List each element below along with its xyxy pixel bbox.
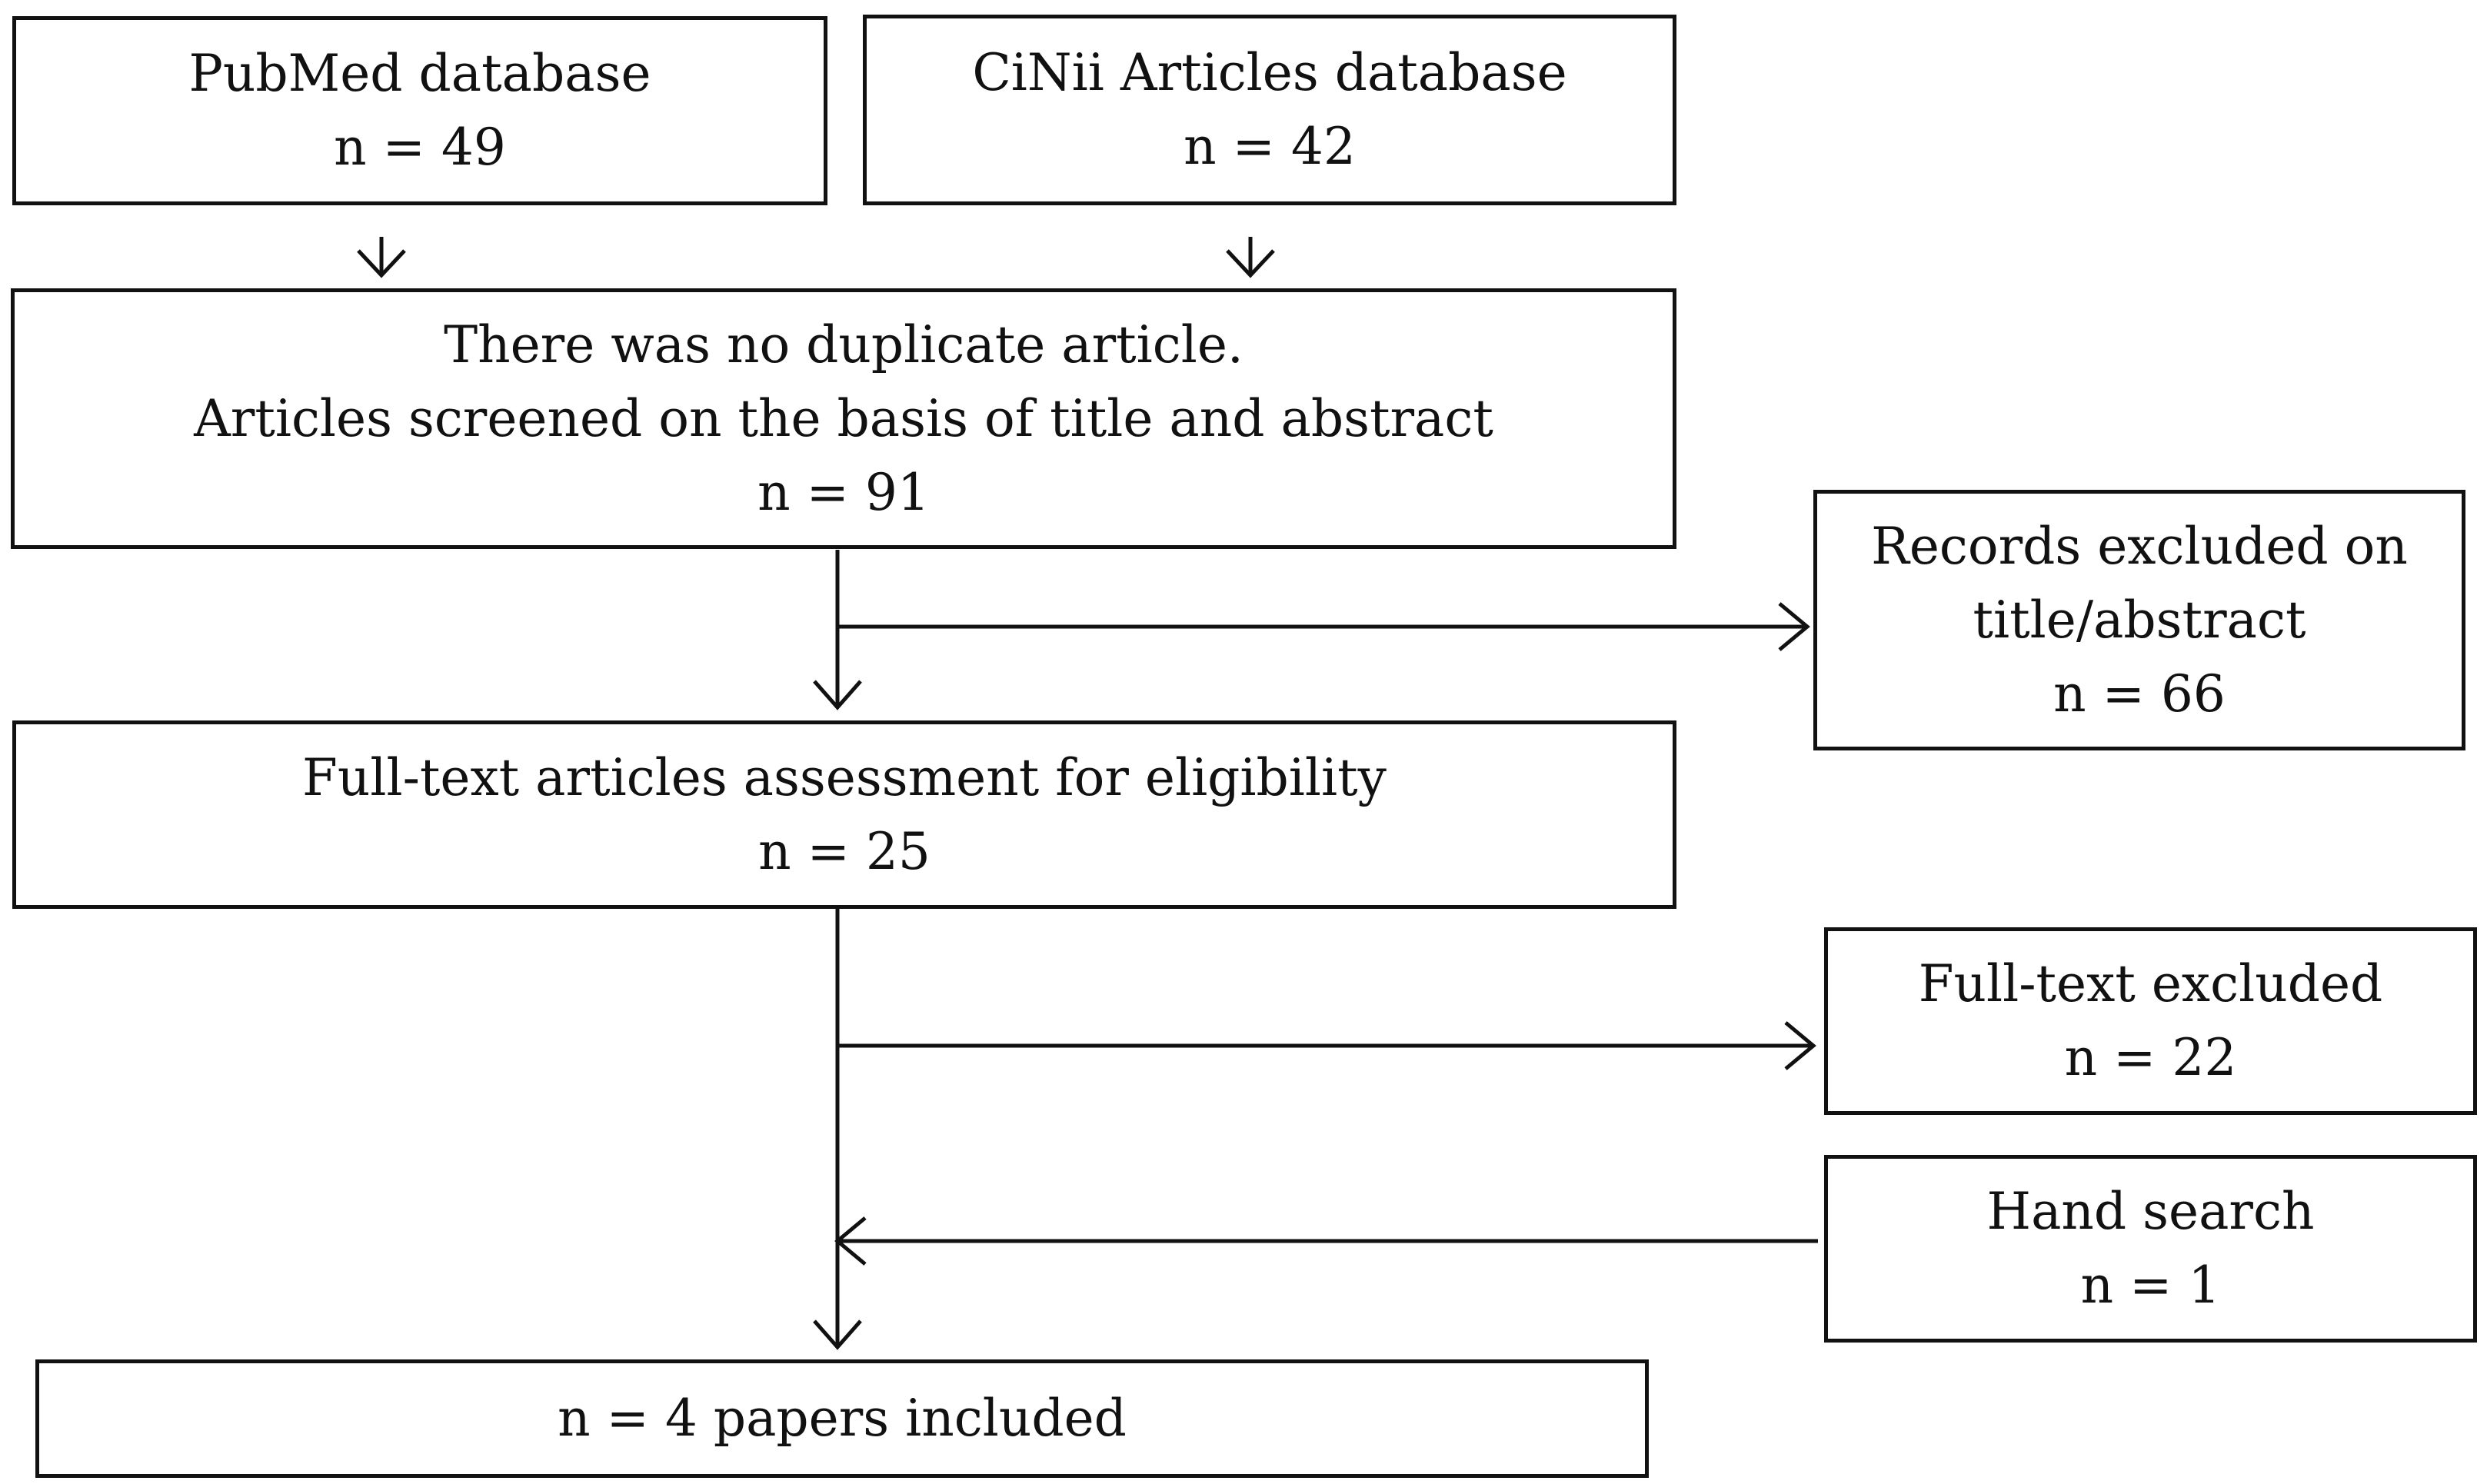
arrow-hand-search-to-flow [834, 1216, 1818, 1266]
hand-search-title: Hand search [1986, 1182, 2315, 1241]
screened-count: n = 91 [757, 462, 930, 522]
fulltext-excluded-box: Full-text excluded n = 22 [1824, 927, 2477, 1115]
cinii-database-count: n = 42 [1184, 117, 1356, 176]
cinii-database-box: CiNii Articles database n = 42 [863, 15, 1676, 205]
papers-included-count: n = 4 papers included [558, 1389, 1127, 1448]
pubmed-database-title: PubMed database [188, 44, 651, 103]
pubmed-database-box: PubMed database n = 49 [12, 16, 827, 205]
cinii-database-title: CiNii Articles database [972, 43, 1567, 102]
papers-included-box: n = 4 papers included [35, 1359, 1649, 1478]
records-excluded-box: Records excluded on title/abstract n = 6… [1813, 490, 2465, 750]
hand-search-count: n = 1 [2080, 1256, 2221, 1315]
records-excluded-count: n = 66 [2053, 664, 2226, 724]
fulltext-assessment-title: Full-text articles assessment for eligib… [302, 747, 1387, 807]
arrow-to-fulltext-excluded [837, 1021, 1816, 1070]
hand-search-box: Hand search n = 1 [1824, 1155, 2477, 1343]
fulltext-excluded-title: Full-text excluded [1918, 954, 2383, 1013]
fulltext-assessment-count: n = 25 [758, 821, 931, 881]
arrow-pubmed-to-screened [357, 237, 406, 278]
screened-duplicate-note: There was no duplicate article. [444, 314, 1244, 374]
pubmed-database-count: n = 49 [334, 118, 506, 177]
screened-description: Articles screened on the basis of title … [194, 388, 1493, 448]
arrow-cinii-to-screened [1226, 237, 1275, 278]
screened-articles-box: There was no duplicate article. Articles… [11, 288, 1676, 549]
fulltext-excluded-count: n = 22 [2064, 1028, 2237, 1087]
arrow-to-records-excluded [837, 602, 1810, 651]
records-excluded-line2: title/abstract [1973, 590, 2306, 650]
arrow-screened-to-fulltext [813, 550, 862, 710]
fulltext-assessment-box: Full-text articles assessment for eligib… [12, 720, 1676, 909]
arrow-fulltext-to-included [813, 909, 862, 1350]
records-excluded-line1: Records excluded on [1871, 516, 2408, 576]
